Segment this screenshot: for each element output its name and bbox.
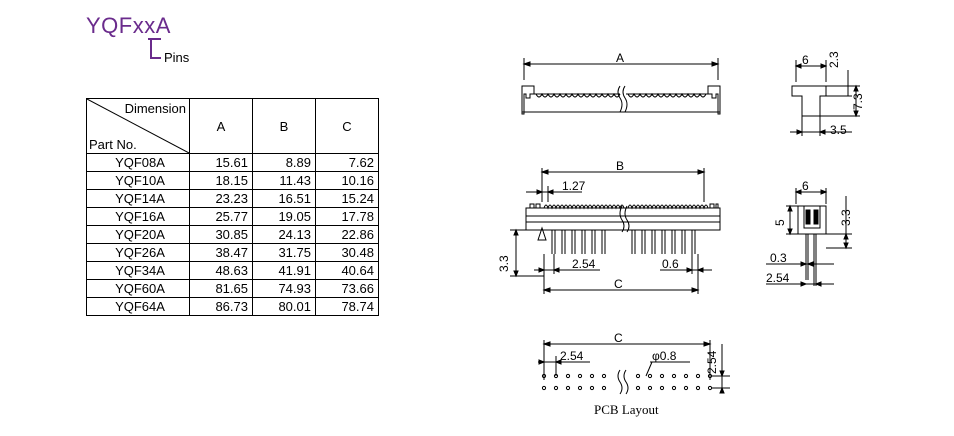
pcb-hole	[553, 385, 559, 391]
side-top-h2-label: 7.3	[851, 93, 865, 110]
front-b-label: B	[616, 159, 624, 173]
side-view-top-drawing	[790, 60, 860, 136]
side-top-w2-label: 3.5	[830, 123, 847, 137]
value-a-cell: 81.65	[189, 279, 253, 298]
part-number-cell: YQF16A	[86, 207, 190, 226]
pcb-caption: PCB Layout	[594, 402, 659, 417]
pcb-hole	[671, 373, 677, 379]
side-bottom-width-label: 6	[802, 179, 809, 193]
value-a-cell: 18.15	[189, 171, 253, 190]
pcb-hole	[635, 385, 641, 391]
value-b-cell: 80.01	[252, 297, 316, 316]
pcb-hole	[541, 373, 547, 379]
pcb-hole	[695, 385, 701, 391]
side-bottom-pin-label: 0.3	[770, 251, 787, 265]
pcb-hole	[707, 373, 713, 379]
value-c-cell: 40.64	[315, 261, 379, 280]
pcb-hole	[659, 385, 665, 391]
part-number-cell: YQF26A	[86, 243, 190, 262]
front-c-label: C	[614, 277, 623, 291]
side-bottom-pitch-label: 2.54	[766, 271, 790, 285]
pcb-hole	[589, 385, 595, 391]
front-pin-length-label: 3.3	[497, 255, 511, 272]
pcb-hole	[647, 373, 653, 379]
pcb-hole	[671, 385, 677, 391]
pcb-hole	[659, 373, 665, 379]
front-view-drawing	[510, 168, 721, 294]
pcb-layout-drawing	[538, 340, 730, 395]
top-view-a-label: A	[616, 51, 624, 65]
pcb-hole	[565, 373, 571, 379]
pins-bracket	[148, 38, 161, 59]
diagonal-divider	[87, 99, 189, 153]
side-top-width-label: 6	[802, 53, 809, 67]
side-view-bottom-drawing	[766, 188, 852, 287]
pcb-hole	[601, 373, 607, 379]
front-pin-width-label: 0.6	[662, 257, 679, 271]
front-pin-pitch-label: 2.54	[572, 257, 596, 271]
pcb-hole-label: φ0.8	[652, 349, 677, 363]
table-corner-header: Dimension Part No.	[86, 98, 190, 154]
part-number-cell: YQF10A	[86, 171, 190, 190]
pcb-hole	[589, 373, 595, 379]
value-c-cell: 17.78	[315, 207, 379, 226]
part-code-title: YQFxxA	[86, 13, 171, 38]
pcb-hole	[577, 385, 583, 391]
value-c-cell: 78.74	[315, 297, 379, 316]
value-b-cell: 8.89	[252, 153, 316, 172]
value-a-cell: 86.73	[189, 297, 253, 316]
column-header-c: C	[315, 98, 379, 154]
value-a-cell: 15.61	[189, 153, 253, 172]
pcb-hole	[707, 385, 713, 391]
pcb-hole	[577, 373, 583, 379]
pcb-hole	[541, 385, 547, 391]
pcb-c-label: C	[614, 331, 623, 345]
side-top-h1-label: 2.3	[827, 51, 841, 68]
pcb-hole	[695, 373, 701, 379]
value-c-cell: 73.66	[315, 279, 379, 298]
pcb-pitch-label: 2.54	[560, 349, 584, 363]
part-number-cell: YQF64A	[86, 297, 190, 316]
dimension-label: Dimension	[124, 101, 186, 116]
pcb-hole	[565, 385, 571, 391]
side-bottom-h-label: 5	[773, 219, 787, 226]
column-header-a: A	[189, 98, 253, 154]
pcb-hole	[683, 385, 689, 391]
pcb-hole	[647, 385, 653, 391]
part-no-label: Part No.	[89, 137, 137, 152]
pcb-hole	[683, 373, 689, 379]
value-c-cell: 22.86	[315, 225, 379, 244]
pcb-hole	[601, 385, 607, 391]
side-bottom-h2-label: 3.3	[839, 209, 853, 226]
pcb-hole	[553, 373, 559, 379]
pcb-row-pitch-label: 2.54	[705, 350, 719, 374]
value-a-cell: 30.85	[189, 225, 253, 244]
pins-label: Pins	[164, 50, 190, 65]
top-view-drawing	[521, 58, 721, 115]
pcb-hole	[635, 373, 641, 379]
front-pitch-label: 1.27	[562, 179, 586, 193]
